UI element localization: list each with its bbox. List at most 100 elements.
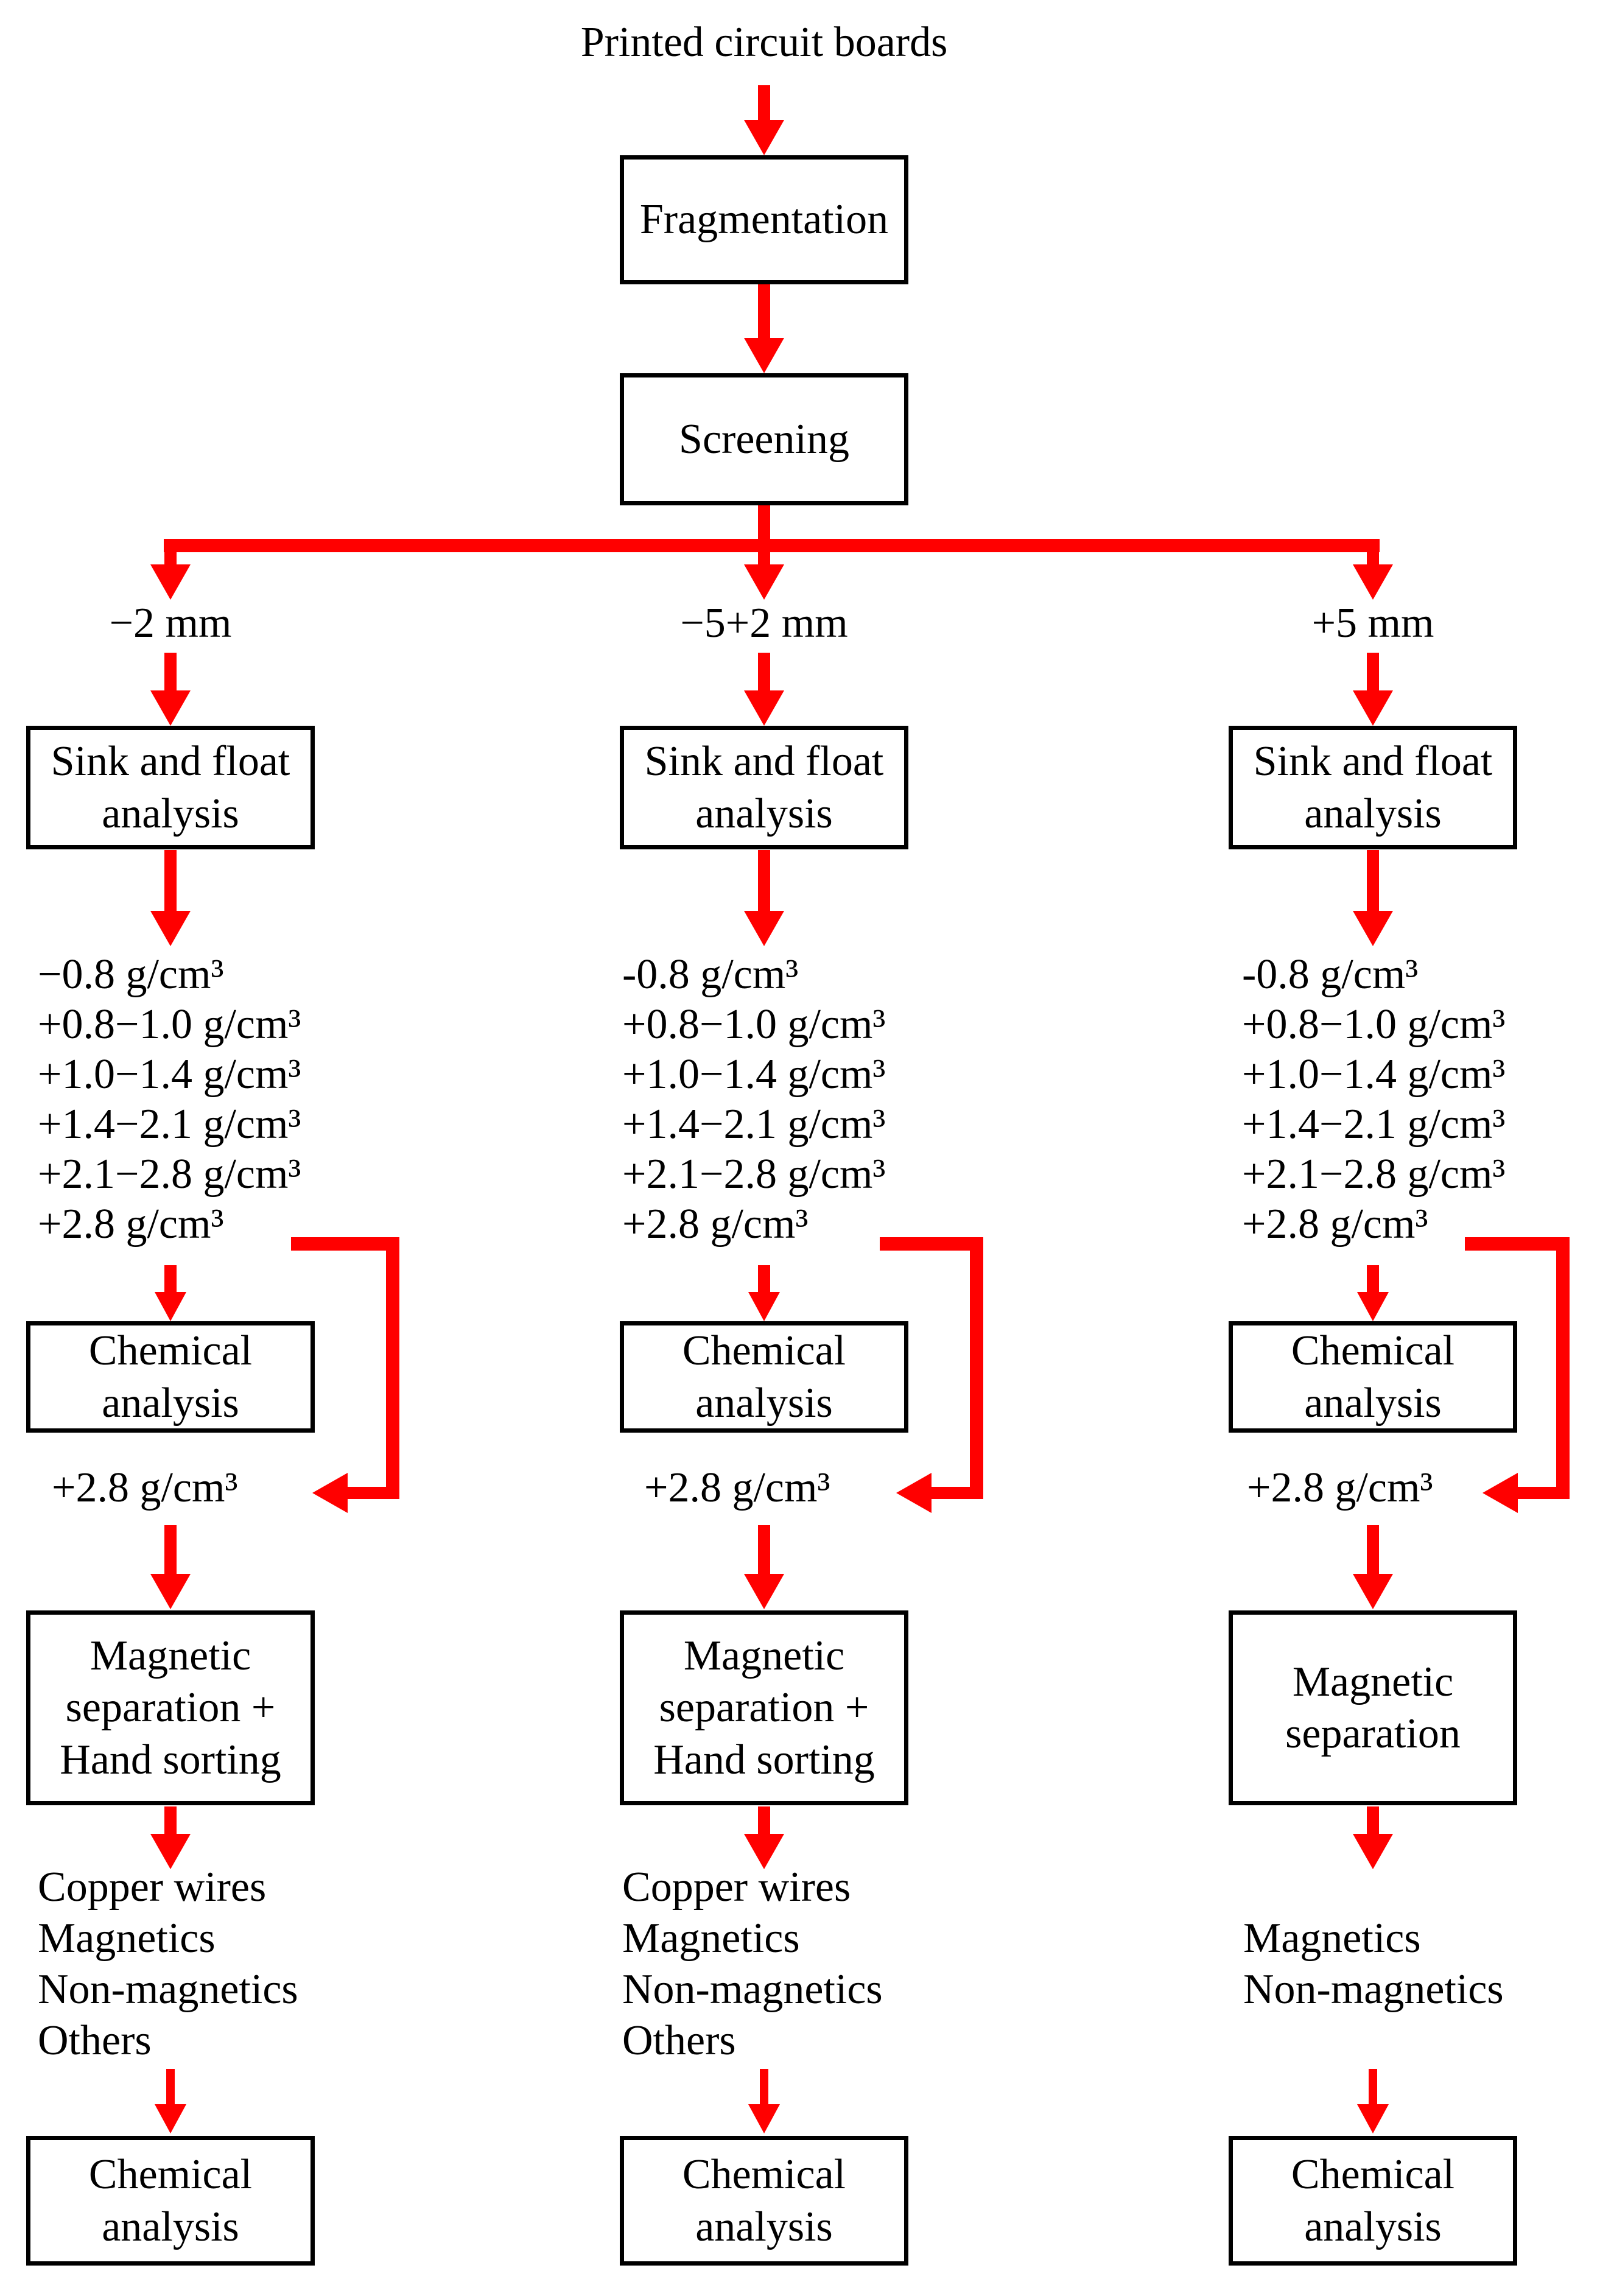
arrow-screening-to-middle-branch (758, 505, 770, 564)
screening-box: Screening (620, 373, 908, 505)
fraction-item: +0.8−1.0 g/cm³ (38, 1001, 301, 1048)
product-item: Others (38, 2017, 152, 2064)
product-item: Non-magnetics (622, 1966, 883, 2013)
chemical-analysis-box-col2: Chemical analysis (620, 1321, 908, 1433)
product-item: Non-magnetics (1243, 1966, 1504, 2013)
fraction-item: +0.8−1.0 g/cm³ (1242, 1001, 1506, 1048)
fraction-item: +2.1−2.8 g/cm³ (38, 1151, 301, 1198)
fraction-item: +0.8−1.0 g/cm³ (622, 1001, 886, 1048)
arrow-products-to-final-col3 (1369, 2069, 1377, 2104)
fraction-item: −0.8 g/cm³ (38, 951, 224, 998)
separation-box-col3: Magnetic separation (1229, 1610, 1517, 1805)
arrow-sinks-to-separation-col3 (1367, 1525, 1379, 1574)
fraction-item: +1.0−1.4 g/cm³ (1242, 1051, 1506, 1098)
fraction-item: -0.8 g/cm³ (1242, 951, 1419, 998)
bypass-left-arrow-col1 (348, 1487, 399, 1499)
product-item: Non-magnetics (38, 1966, 298, 2013)
page-title: Printed circuit boards (580, 19, 948, 66)
fraction-item: +2.8 g/cm³ (622, 1201, 809, 1248)
final-analysis-label-col3: Chemical analysis (1291, 2151, 1455, 2250)
fraction-item: -0.8 g/cm³ (622, 951, 799, 998)
sinkfloat-label-col2: Sink and float analysis (644, 738, 884, 837)
bypass-left-arrow-col2 (932, 1487, 983, 1499)
arrow-sinkfloat-to-fractions-col2 (758, 850, 770, 911)
separation-label-col1: Magnetic separation + Hand sorting (60, 1632, 281, 1783)
separation-label-col2: Magnetic separation + Hand sorting (653, 1632, 875, 1783)
product-item: Magnetics (38, 1915, 216, 1962)
fraction-item: +2.1−2.8 g/cm³ (622, 1151, 886, 1198)
arrow-products-to-final-col1 (166, 2069, 175, 2104)
sinks-label-col1: +2.8 g/cm³ (52, 1464, 238, 1511)
fraction-item: +2.8 g/cm³ (38, 1201, 224, 1248)
arrow-splitter-to-left-branch (164, 540, 177, 564)
final-analysis-box-col3: Chemical analysis (1229, 2136, 1517, 2266)
separation-box-col1: Magnetic separation + Hand sorting (26, 1610, 315, 1805)
sinkfloat-box-col2: Sink and float analysis (620, 726, 908, 849)
sinkfloat-box-col3: Sink and float analysis (1229, 726, 1517, 849)
separation-box-col2: Magnetic separation + Hand sorting (620, 1610, 908, 1805)
arrow-sinks-to-separation-col1 (164, 1525, 177, 1574)
arrow-separation-to-products-col2 (758, 1806, 770, 1834)
bypass-top-segment-col3 (1465, 1237, 1570, 1251)
chemical-analysis-box-col1: Chemical analysis (26, 1321, 315, 1433)
arrow-sinks-to-separation-col2 (758, 1525, 770, 1574)
bypass-top-segment-col2 (880, 1237, 983, 1251)
bypass-vertical-segment-col2 (970, 1237, 983, 1499)
fraction-item: +1.0−1.4 g/cm³ (622, 1051, 886, 1098)
final-analysis-label-col2: Chemical analysis (682, 2151, 846, 2250)
product-item: Copper wires (622, 1864, 851, 1911)
fraction-list-col2: -0.8 g/cm³ +0.8−1.0 g/cm³ +1.0−1.4 g/cm³… (622, 950, 885, 1249)
fraction-item: +1.4−2.1 g/cm³ (622, 1101, 886, 1148)
product-item: Magnetics (1243, 1915, 1421, 1962)
fraction-item: +2.1−2.8 g/cm³ (1242, 1151, 1506, 1198)
sinkfloat-label-col3: Sink and float analysis (1253, 738, 1493, 837)
arrow-separation-to-products-col1 (164, 1806, 177, 1834)
arrow-label-to-sinkfloat-col2 (758, 653, 770, 690)
arrow-fractions-to-chemical-col3 (1367, 1265, 1379, 1292)
chemical-analysis-box-col3: Chemical analysis (1229, 1321, 1517, 1433)
bypass-vertical-segment-col3 (1556, 1237, 1570, 1499)
final-analysis-label-col1: Chemical analysis (88, 2151, 253, 2250)
product-list-col3: Magnetics Non-magnetics (1243, 1913, 1504, 2015)
final-analysis-box-col1: Chemical analysis (26, 2136, 315, 2266)
fragmentation-label: Fragmentation (639, 196, 889, 244)
chemical-analysis-label-col3: Chemical analysis (1291, 1327, 1455, 1427)
arrow-products-to-final-col2 (760, 2069, 768, 2104)
final-analysis-box-col2: Chemical analysis (620, 2136, 908, 2266)
bypass-vertical-segment-col1 (386, 1237, 399, 1499)
arrow-fractions-to-chemical-col2 (758, 1265, 770, 1292)
arrow-fragmentation-to-screening (758, 284, 770, 338)
arrow-sinkfloat-to-fractions-col3 (1367, 850, 1379, 911)
arrow-separation-to-products-col3 (1367, 1806, 1379, 1834)
fraction-list-col1: −0.8 g/cm³ +0.8−1.0 g/cm³ +1.0−1.4 g/cm³… (38, 950, 301, 1249)
chemical-analysis-label-col2: Chemical analysis (682, 1327, 846, 1427)
separation-label-col3: Magnetic separation (1285, 1658, 1461, 1757)
arrow-title-to-fragmentation (758, 85, 770, 120)
splitter-line (164, 539, 1380, 552)
arrow-sinkfloat-to-fractions-col1 (164, 850, 177, 911)
arrow-splitter-to-right-branch (1367, 540, 1379, 564)
arrow-fractions-to-chemical-col1 (164, 1265, 177, 1292)
branch-label-plus5mm: +5 mm (1311, 600, 1434, 647)
branch-label-minus5plus2mm: −5+2 mm (680, 600, 848, 647)
fragmentation-box: Fragmentation (620, 155, 908, 284)
product-list-col1: Copper wires Magnetics Non-magnetics Oth… (38, 1862, 298, 2066)
sinks-label-col3: +2.8 g/cm³ (1247, 1464, 1433, 1511)
screening-label: Screening (679, 415, 849, 463)
fraction-item: +1.4−2.1 g/cm³ (1242, 1101, 1506, 1148)
arrow-label-to-sinkfloat-col1 (164, 653, 177, 690)
branch-label-minus2mm: −2 mm (109, 600, 232, 647)
fraction-item: +2.8 g/cm³ (1242, 1201, 1428, 1248)
product-item: Copper wires (38, 1864, 267, 1911)
product-item: Others (622, 2017, 736, 2064)
product-item: Magnetics (622, 1915, 800, 1962)
fraction-item: +1.0−1.4 g/cm³ (38, 1051, 301, 1098)
arrow-label-to-sinkfloat-col3 (1367, 653, 1379, 690)
product-list-col2: Copper wires Magnetics Non-magnetics Oth… (622, 1862, 883, 2066)
bypass-top-segment-col1 (291, 1237, 399, 1251)
fraction-list-col3: -0.8 g/cm³ +0.8−1.0 g/cm³ +1.0−1.4 g/cm³… (1242, 950, 1505, 1249)
sinkfloat-box-col1: Sink and float analysis (26, 726, 315, 849)
chemical-analysis-label-col1: Chemical analysis (88, 1327, 253, 1427)
sinks-label-col2: +2.8 g/cm³ (644, 1464, 830, 1511)
